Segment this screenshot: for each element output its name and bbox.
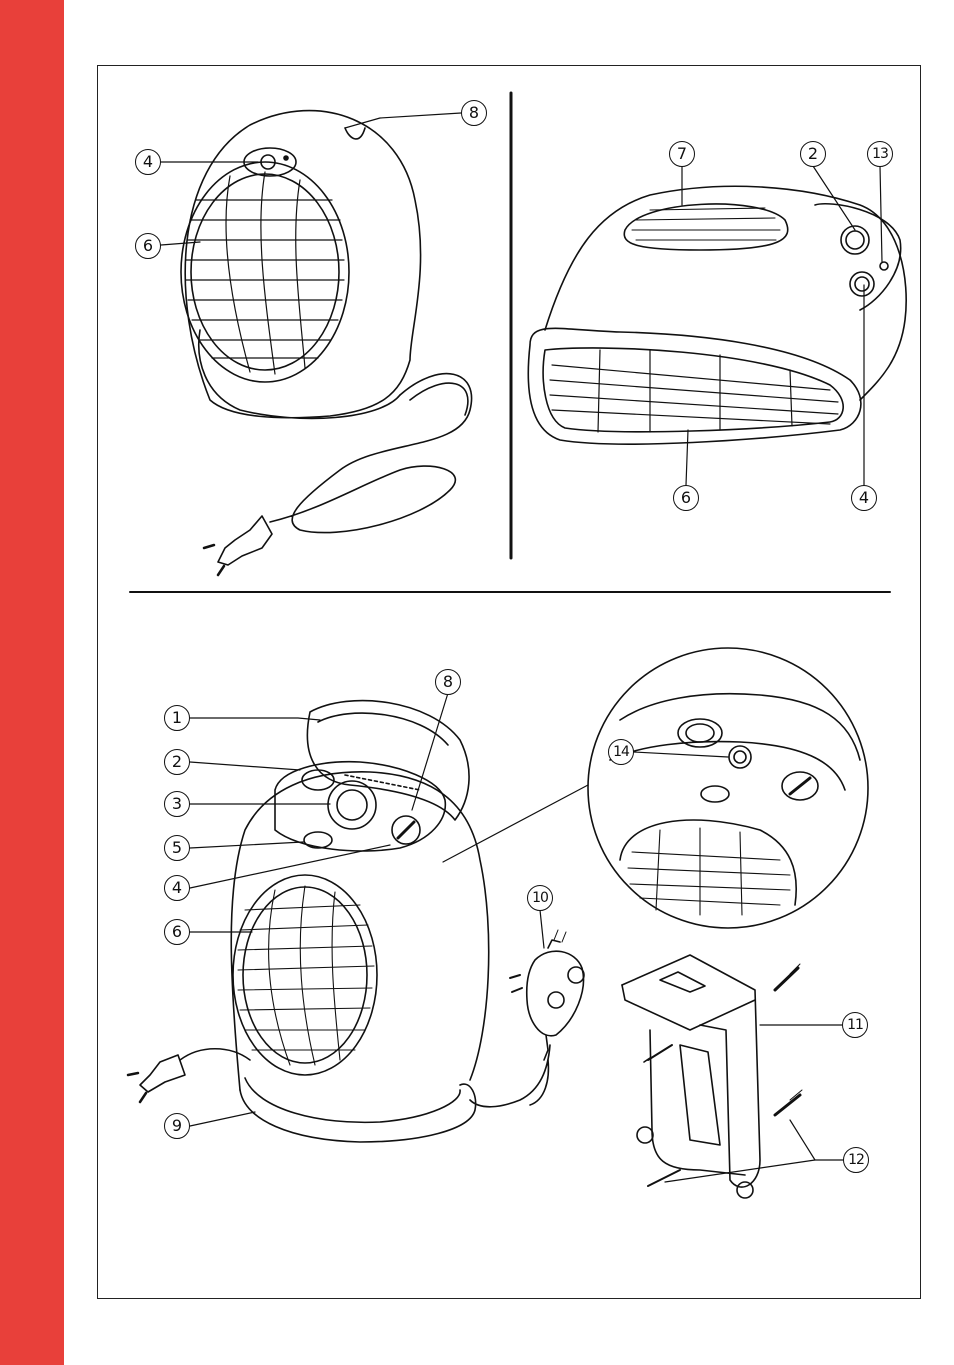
callout-fig2-7: 7 — [669, 141, 695, 167]
callout-fig6-11: 11 — [842, 1012, 868, 1038]
callout-fig3-8: 8 — [435, 669, 461, 695]
callout-fig2-4: 4 — [851, 485, 877, 511]
callout-leaders — [161, 113, 882, 1182]
callout-fig6-12: 12 — [843, 1147, 869, 1173]
callout-fig1-6: 6 — [135, 233, 161, 259]
callout-fig2-13: 13 — [867, 141, 893, 167]
callout-fig2-6: 6 — [673, 485, 699, 511]
callout-fig2-2: 2 — [800, 141, 826, 167]
fan-heater-horizontal-drawing — [528, 186, 906, 444]
callout-fig3-9: 9 — [164, 1113, 190, 1139]
callout-fig4-14: 14 — [608, 739, 634, 765]
wall-bracket-drawing — [622, 955, 802, 1198]
callout-fig3-2: 2 — [164, 749, 190, 775]
callout-fig3-5: 5 — [164, 835, 190, 861]
callout-fig3-6: 6 — [164, 919, 190, 945]
control-panel-detail-drawing — [443, 648, 868, 928]
fan-heater-round-drawing — [181, 111, 472, 575]
callout-fig3-3: 3 — [164, 791, 190, 817]
callout-fig5-10: 10 — [527, 885, 553, 911]
timer-plug-drawing — [510, 930, 584, 1105]
callout-fig3-1: 1 — [164, 705, 190, 731]
callout-fig1-8: 8 — [461, 100, 487, 126]
fan-heater-upright-drawing — [128, 701, 550, 1142]
callout-fig1-4: 4 — [135, 149, 161, 175]
callout-fig3-4: 4 — [164, 875, 190, 901]
